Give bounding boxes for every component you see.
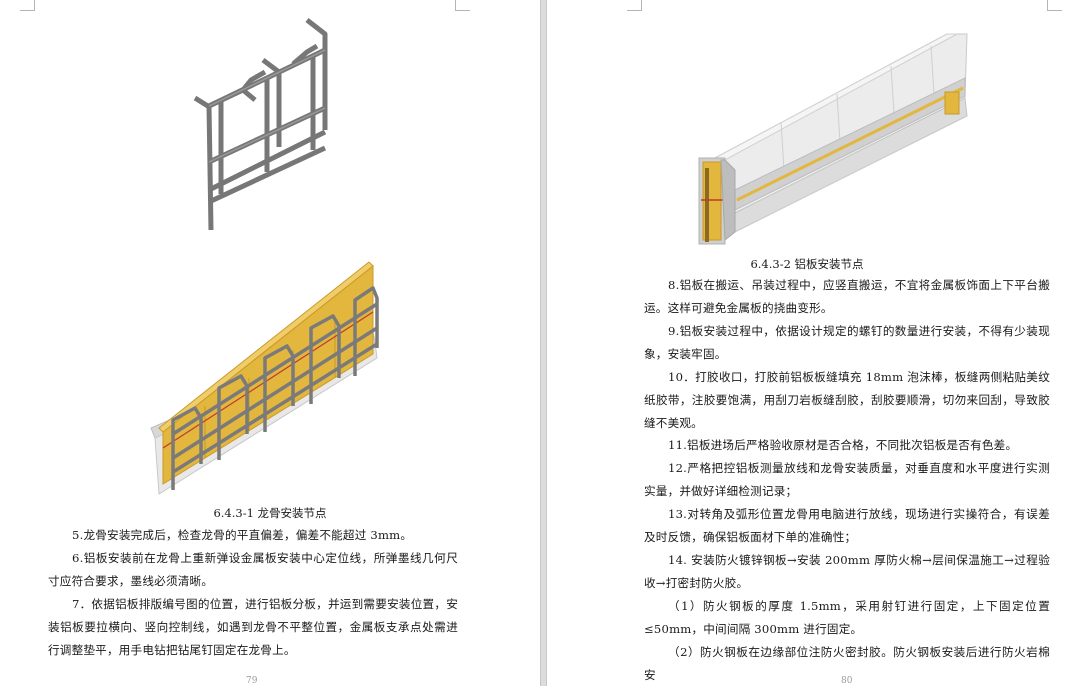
paragraph-7: 7．依据铝板排版编号图的位置，进行铝板分板，并运到需要安装位置，安装铝板要拉横向…: [48, 597, 458, 657]
page-number: 79: [246, 676, 258, 686]
paragraph-6: 6.铝板安装前在龙骨上重新弹设金属板安装中心定位线，所弹墨线几何尺寸应符合要求，…: [48, 551, 458, 588]
figure-caption: 6.4.3-2 铝板安装节点: [750, 257, 864, 271]
aluminum-panel-figure: [698, 33, 968, 245]
paragraph-12: 12.严格把控铝板测量放线和龙骨安装质量，对垂直度和水平度进行实测实量，并做好详…: [644, 461, 1050, 498]
right-page: 6.4.3-2 铝板安装节点 8.铝板在搬运、吊装过程中，应竖直搬运，不宜将金属…: [547, 0, 1080, 686]
sub-item-1: （1）防火钢板的厚度 1.5mm，采用射钉进行固定，上下固定位置≤50mm，中间…: [644, 599, 1050, 636]
crop-mark: [20, 0, 35, 11]
crop-mark: [627, 0, 642, 11]
figure-caption: 6.4.3-1 龙骨安装节点: [213, 506, 327, 520]
paragraph-10: 10．打胶收口，打胶前铝板板缝填充 18mm 泡沫棒，板缝两侧粘贴美纹纸胶带，注…: [644, 370, 1050, 430]
crop-mark: [455, 0, 470, 11]
paragraph-9: 9.铝板安装过程中，依据设计规定的螺钉的数量进行安装，不得有少装现象，安装牢固。: [644, 324, 1050, 361]
paragraph-14: 14. 安装防火镀锌钢板→安装 200mm 厚防火棉→层间保温施工→过程验收→打…: [644, 553, 1050, 590]
keel-installation-figure: [150, 261, 379, 495]
keel-frame-figure: [193, 18, 328, 231]
page-separator: [540, 0, 547, 686]
paragraph-11: 11.铝板进场后严格验收原材是否合格，不同批次铝板是否有色差。: [668, 438, 1018, 452]
paragraph-8: 8.铝板在搬运、吊装过程中，应竖直搬运，不宜将金属板饰面上下平台搬运。这样可避免…: [644, 278, 1050, 315]
crop-mark: [1047, 0, 1062, 11]
page-number: 80: [841, 676, 853, 686]
left-page: 6.4.3-1 龙骨安装节点 5.龙骨安装完成后，检查龙骨的平直偏差，偏差不能超…: [0, 0, 540, 686]
paragraph-5: 5.龙骨安装完成后，检查龙骨的平直偏差，偏差不能超过 3mm。: [72, 528, 413, 542]
paragraph-13: 13.对转角及弧形位置龙骨用电脑进行放线，现场进行实操符合，有误差及时反馈，确保…: [644, 507, 1050, 544]
sub-item-2: （2）防火钢板在边缘部位注防火密封胶。防火钢板安装后进行防火岩棉安: [644, 645, 1050, 682]
